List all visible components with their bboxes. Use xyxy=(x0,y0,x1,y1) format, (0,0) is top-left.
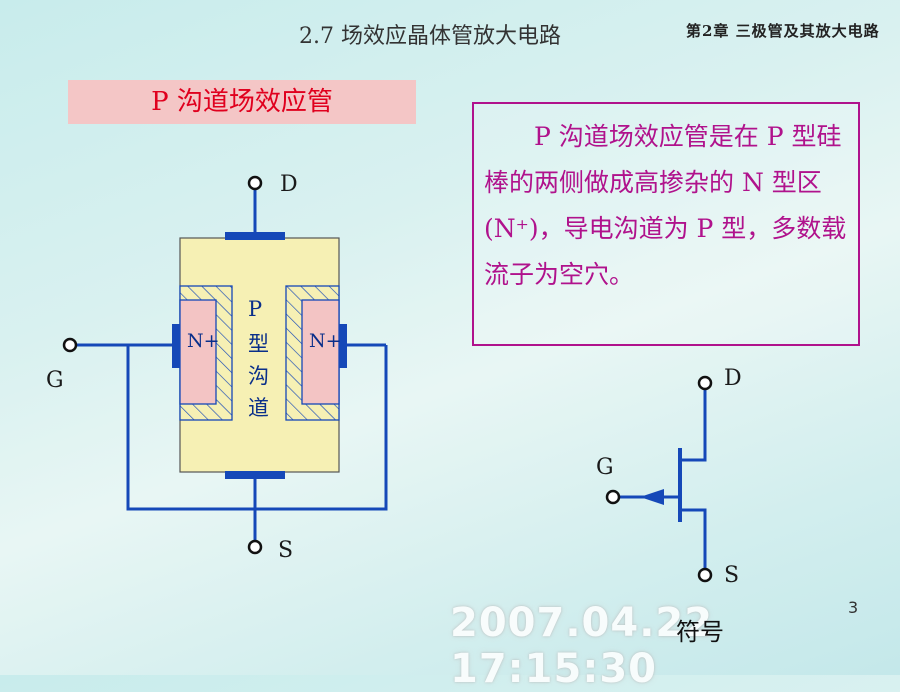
fet-symbol xyxy=(605,375,713,583)
drain-pad xyxy=(225,232,285,240)
right-n-region xyxy=(301,299,340,405)
channel-label-dao: 道 xyxy=(248,396,269,420)
diagram-canvas xyxy=(62,175,713,583)
slide-title: P 沟道场效应管 xyxy=(68,80,416,124)
symbol-drain-line xyxy=(680,390,707,462)
channel-label-gou: 沟 xyxy=(248,364,269,388)
fet-structure xyxy=(62,175,388,555)
gate-loop-wire xyxy=(126,345,388,511)
timestamp-watermark: 2007.04.22 17:15:30 xyxy=(450,600,714,692)
channel-label-p: P xyxy=(248,297,263,321)
symbol-caption: 符号 xyxy=(676,618,724,646)
symbol-gate-arrow xyxy=(640,489,664,505)
drain-terminal xyxy=(247,175,263,191)
symbol-source-line xyxy=(680,508,707,568)
structure-wires xyxy=(77,190,388,540)
source-terminal xyxy=(247,539,263,555)
right-n-plus-label: N+ xyxy=(309,330,342,352)
right-gate-plate xyxy=(339,324,347,368)
structure-label-g: G xyxy=(46,368,64,393)
symbol-gate-terminal xyxy=(605,489,621,505)
gate-terminal xyxy=(62,337,78,353)
symbol-source-terminal xyxy=(697,567,713,583)
left-gate-plate xyxy=(172,324,180,368)
description-box: P 沟道场效应管是在 P 型硅棒的两侧做成高掺杂的 N 型区(N⁺)，导电沟道为… xyxy=(472,102,860,346)
structure-label-s: S xyxy=(278,538,294,563)
left-n-region xyxy=(179,299,217,405)
source-pad xyxy=(225,471,285,479)
symbol-label-s: S xyxy=(724,563,740,588)
channel-label-type: 型 xyxy=(248,332,269,356)
page-number: 3 xyxy=(848,598,859,617)
symbol-label-d: D xyxy=(724,366,742,391)
section-title: 2.7 场效应晶体管放大电路 xyxy=(299,24,561,49)
structure-label-d: D xyxy=(280,172,298,197)
chapter-tag: 第2章 三极管及其放大电路 xyxy=(686,22,880,40)
symbol-label-g: G xyxy=(596,455,614,480)
symbol-drain-terminal xyxy=(697,375,713,391)
left-n-plus-label: N+ xyxy=(187,330,220,352)
